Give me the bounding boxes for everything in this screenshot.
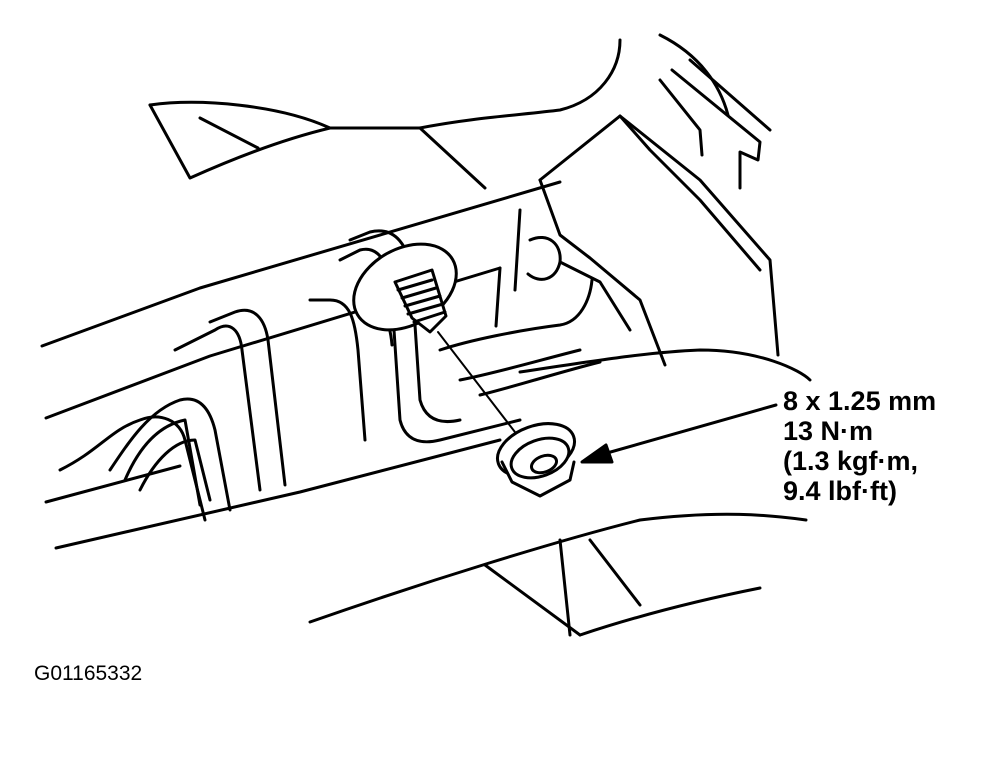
figure-id: G01165332 <box>34 662 143 685</box>
thread-size-label: 8 x 1.25 mm <box>783 386 937 416</box>
torque-kgfm-label: (1.3 kgf·m, <box>783 446 919 476</box>
torque-lbfft-label: 9.4 lbf·ft) <box>783 476 897 506</box>
torque-spec-callout: 8 x 1.25 mm 13 N·m (1.3 kgf·m, 9.4 lbf·f… <box>783 386 936 506</box>
mounting-bracket <box>526 114 780 367</box>
callout-arrow <box>580 403 778 464</box>
lower-crossmember <box>308 512 808 637</box>
upper-housing <box>148 33 772 190</box>
mounting-stud <box>352 242 519 437</box>
torque-nm-label: 13 N·m <box>783 416 874 446</box>
flange-nut <box>496 422 576 498</box>
frame-rail <box>40 180 812 550</box>
